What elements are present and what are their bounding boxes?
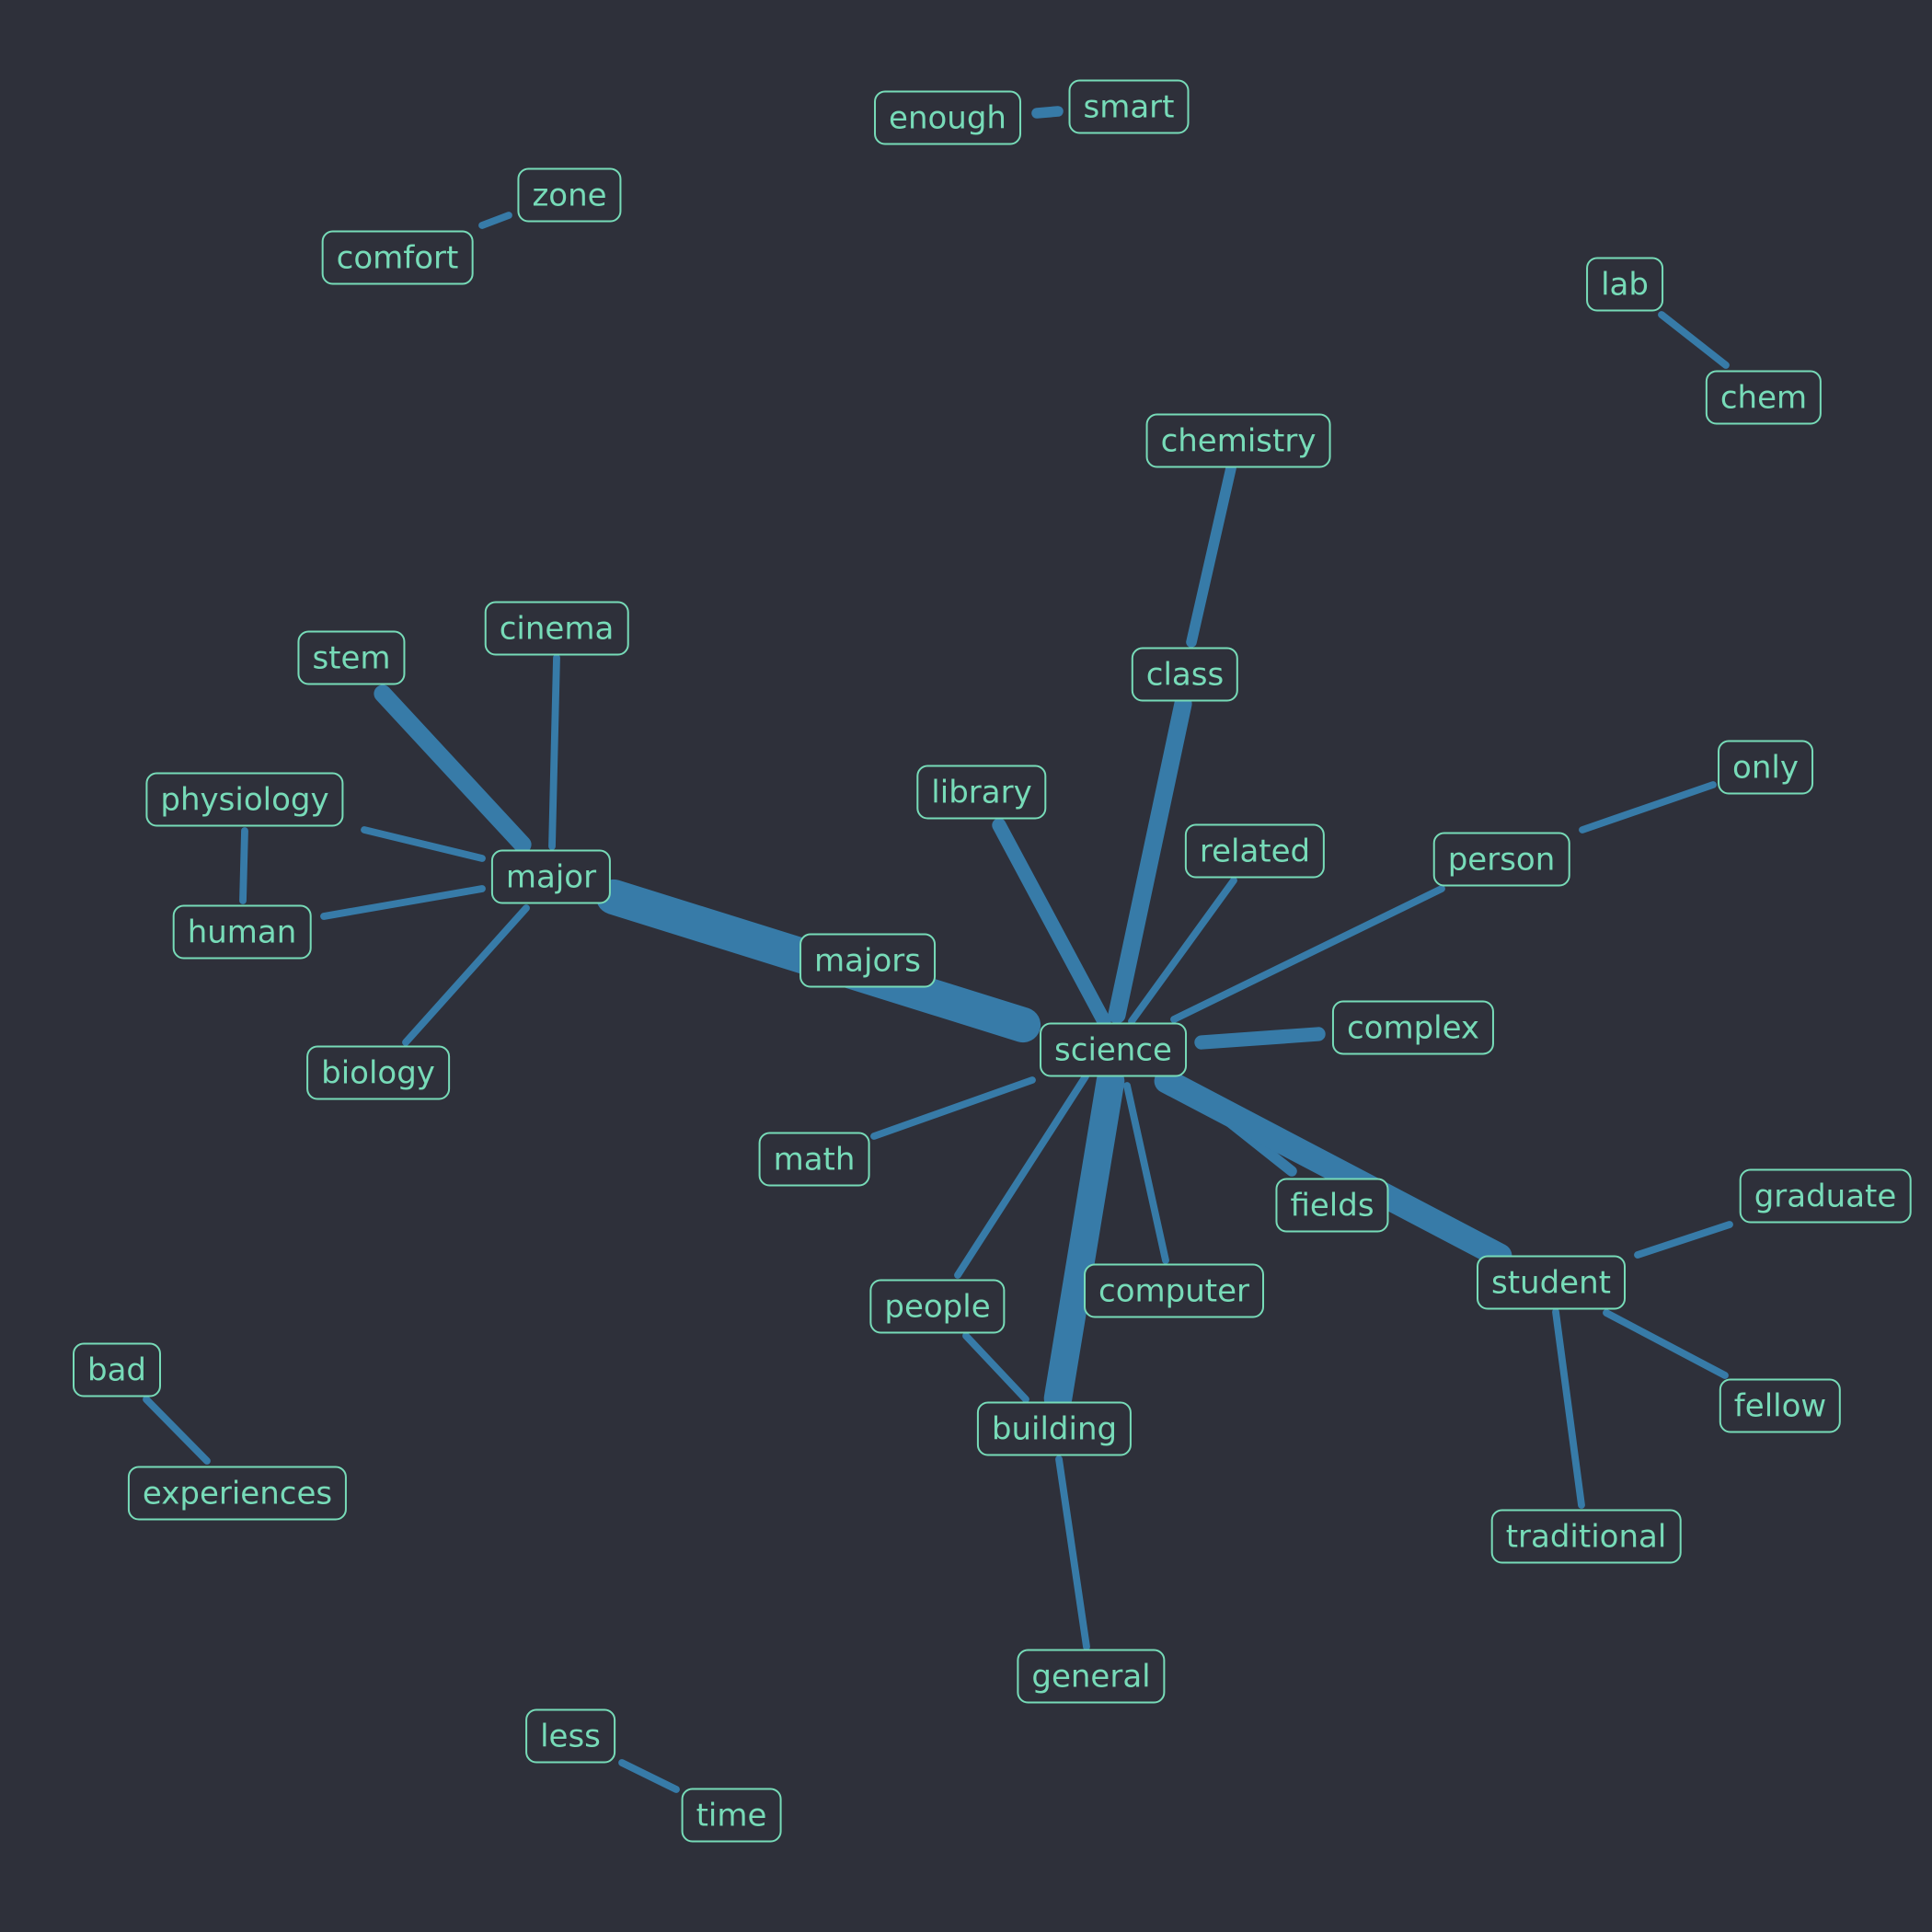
node-major: major bbox=[490, 849, 612, 904]
edge-science-people bbox=[954, 1073, 1089, 1279]
node-majors: majors bbox=[799, 933, 936, 988]
node-person: person bbox=[1432, 832, 1570, 887]
edge-physiology-human bbox=[239, 827, 248, 904]
node-physiology: physiology bbox=[145, 772, 344, 827]
node-fields: fields bbox=[1275, 1178, 1389, 1233]
edge-science-class bbox=[1108, 695, 1192, 1024]
node-smart: smart bbox=[1068, 79, 1190, 134]
edge-class-chemistry bbox=[1186, 463, 1236, 648]
edge-person-only bbox=[1579, 781, 1717, 834]
edge-people-building bbox=[962, 1332, 1029, 1403]
node-library: library bbox=[916, 765, 1047, 820]
node-stem: stem bbox=[297, 630, 406, 685]
edge-science-computer bbox=[1123, 1082, 1169, 1264]
edge-science-building bbox=[1043, 1066, 1125, 1413]
node-less: less bbox=[525, 1708, 615, 1764]
edge-science-complex bbox=[1194, 1027, 1326, 1050]
node-chem: chem bbox=[1705, 370, 1823, 425]
node-enough: enough bbox=[874, 90, 1021, 145]
edge-major-biology bbox=[402, 904, 530, 1046]
node-bad: bad bbox=[73, 1342, 161, 1397]
node-cinema: cinema bbox=[484, 601, 629, 656]
node-related: related bbox=[1184, 823, 1326, 879]
edge-bad-experiences bbox=[143, 1396, 211, 1465]
node-lab: lab bbox=[1586, 257, 1663, 312]
edge-student-traditional bbox=[1552, 1308, 1585, 1509]
node-computer: computer bbox=[1084, 1263, 1264, 1318]
edge-building-general bbox=[1055, 1455, 1090, 1650]
edge-science-library bbox=[992, 818, 1111, 1029]
edge-comfort-zone bbox=[478, 212, 512, 229]
edge-less-time bbox=[618, 1759, 680, 1793]
node-class: class bbox=[1131, 647, 1239, 702]
edge-enough-smart bbox=[1031, 106, 1064, 119]
node-experiences: experiences bbox=[127, 1466, 348, 1521]
edge-major-physiology bbox=[361, 826, 486, 862]
edge-science-math bbox=[870, 1076, 1036, 1140]
edge-major-stem bbox=[374, 684, 532, 854]
node-human: human bbox=[172, 904, 312, 960]
node-biology: biology bbox=[306, 1045, 450, 1100]
node-zone: zone bbox=[517, 167, 622, 223]
edge-science-related bbox=[1128, 877, 1237, 1025]
edge-student-graduate bbox=[1634, 1221, 1733, 1259]
node-people: people bbox=[869, 1279, 1006, 1334]
node-math: math bbox=[758, 1132, 870, 1187]
node-chemistry: chemistry bbox=[1145, 413, 1331, 468]
node-only: only bbox=[1718, 740, 1813, 795]
node-fellow: fellow bbox=[1719, 1378, 1842, 1433]
edge-science-person bbox=[1170, 885, 1445, 1023]
node-building: building bbox=[976, 1401, 1133, 1456]
node-comfort: comfort bbox=[321, 230, 474, 285]
edge-science-student bbox=[1154, 1068, 1512, 1269]
node-science: science bbox=[1040, 1022, 1187, 1077]
edge-lab-chem bbox=[1658, 311, 1730, 369]
edge-student-fellow bbox=[1603, 1309, 1729, 1379]
edge-major-human bbox=[320, 885, 486, 920]
edge-major-cinema bbox=[548, 654, 560, 850]
node-traditional: traditional bbox=[1490, 1509, 1682, 1564]
node-general: general bbox=[1017, 1649, 1166, 1704]
node-complex: complex bbox=[1331, 1000, 1495, 1055]
node-time: time bbox=[681, 1788, 782, 1843]
node-graduate: graduate bbox=[1739, 1168, 1912, 1224]
node-student: student bbox=[1477, 1255, 1626, 1310]
